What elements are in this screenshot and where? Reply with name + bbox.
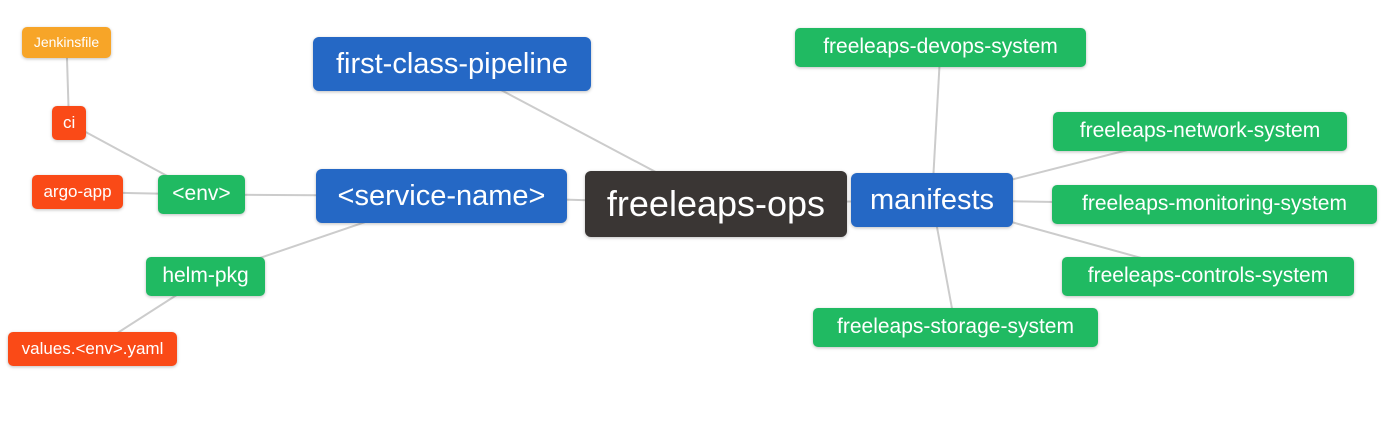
node-freeleaps-storage-system[interactable]: freeleaps-storage-system [813, 308, 1098, 347]
node-service-name[interactable]: <service-name> [316, 169, 567, 224]
node-freeleaps-devops-system[interactable]: freeleaps-devops-system [795, 28, 1086, 67]
node-env[interactable]: <env> [158, 175, 245, 214]
node-ci[interactable]: ci [52, 106, 87, 141]
node-manifests[interactable]: manifests [851, 173, 1013, 228]
node-freeleaps-monitoring-system[interactable]: freeleaps-monitoring-system [1052, 185, 1377, 224]
node-freeleaps-ops[interactable]: freeleaps-ops [585, 171, 847, 238]
node-jenkinsfile[interactable]: Jenkinsfile [22, 27, 111, 58]
node-argo-app[interactable]: argo-app [32, 175, 123, 210]
node-helm-pkg[interactable]: helm-pkg [146, 257, 265, 296]
node-values-env-yaml[interactable]: values.<env>.yaml [8, 332, 177, 367]
node-first-class-pipeline[interactable]: first-class-pipeline [313, 37, 591, 92]
node-freeleaps-controls-system[interactable]: freeleaps-controls-system [1062, 257, 1354, 296]
node-freeleaps-network-system[interactable]: freeleaps-network-system [1053, 112, 1347, 151]
